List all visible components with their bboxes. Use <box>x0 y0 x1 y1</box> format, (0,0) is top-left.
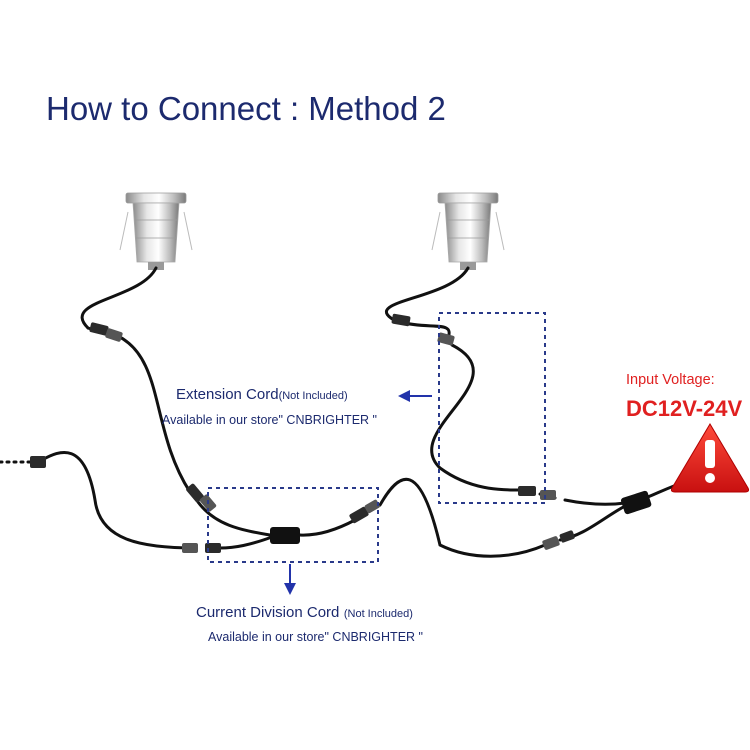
extension-cord-availability: Available in our store" CNBRIGHTER " <box>162 413 377 427</box>
extension-cord-label-row: Extension Cord(Not Included) <box>176 386 348 404</box>
recessed-light-icon <box>119 192 193 270</box>
division-cord-arrow <box>284 564 296 595</box>
division-cord-highlight-box <box>207 487 379 563</box>
connector-icon <box>30 313 575 553</box>
division-cord-label: Current Division Cord <box>196 604 340 621</box>
division-cord-note: (Not Included) <box>343 608 413 620</box>
splitter-icon <box>270 490 652 544</box>
extension-cord-arrow <box>398 390 432 402</box>
input-voltage-label: Input Voltage: <box>626 372 715 388</box>
cables <box>0 266 692 558</box>
recessed-light-icon <box>431 192 505 270</box>
extension-cord-label: Extension Cord <box>176 386 279 403</box>
input-voltage-value: DC12V-24V <box>626 396 743 421</box>
extension-cord-note: (Not Included) <box>278 390 348 402</box>
extension-cord-highlight-box <box>438 312 546 504</box>
page-title: How to Connect : Method 2 <box>46 90 446 127</box>
division-cord-availability: Available in our store" CNBRIGHTER " <box>208 630 423 644</box>
division-cord-label-row: Current Division Cord (Not Included) <box>196 604 413 622</box>
warning-triangle-icon <box>670 423 750 493</box>
